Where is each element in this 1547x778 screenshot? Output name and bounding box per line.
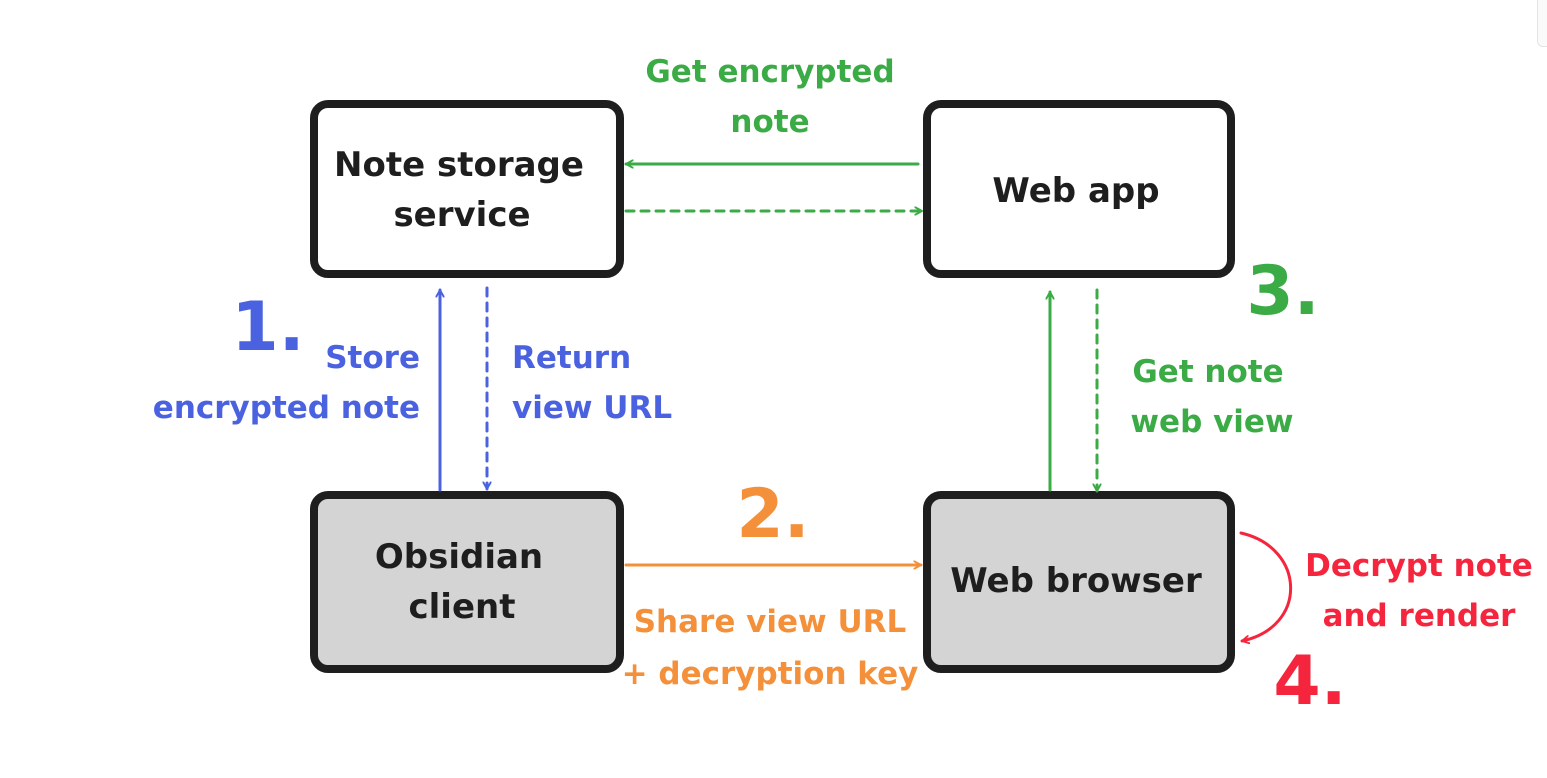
label-return-line-2: view URL — [512, 390, 672, 426]
node-web-browser-label: Web browser — [950, 561, 1202, 601]
label-get-encrypted-line-2: note — [730, 104, 809, 140]
label-get-encrypted-line-1: Get encrypted — [645, 54, 894, 90]
label-store-line-1: Store — [325, 340, 420, 376]
node-web-app-box — [923, 100, 1235, 278]
node-note-storage-label-1: Note storage — [334, 145, 584, 185]
arrow-decrypt-render-loop — [1239, 531, 1292, 641]
node-note-storage-box — [310, 100, 624, 278]
label-share-line-1: Share view URL — [634, 604, 907, 640]
label-get-web-view-line-2: web view — [1130, 404, 1293, 440]
label-share-line-2: + decryption key — [622, 656, 919, 692]
node-obsidian-client-label-2: client — [409, 587, 516, 627]
node-web-app-label: Web app — [992, 171, 1159, 211]
label-get-web-view-line-1: Get note — [1132, 354, 1283, 390]
label-decrypt-line-1: Decrypt note — [1305, 548, 1533, 584]
label-store-line-2: encrypted note — [153, 390, 420, 426]
label-decrypt-line-2: and render — [1323, 598, 1517, 634]
label-return-line-1: Return — [512, 340, 631, 376]
step-number-2: 2. — [736, 475, 809, 554]
node-note-storage-label-2: service — [393, 195, 530, 235]
scrollbar-corner[interactable] — [1537, 0, 1547, 47]
node-obsidian-client-label-1: Obsidian — [375, 537, 543, 577]
node-web-browser: Web browser — [923, 491, 1235, 673]
node-obsidian-client-box — [310, 491, 624, 673]
node-web-app: Web app — [923, 100, 1235, 278]
step-number-4: 4. — [1273, 642, 1346, 721]
node-web-browser-box — [923, 491, 1235, 673]
step-number-3: 3. — [1246, 252, 1319, 331]
node-obsidian-client: Obsidian client — [310, 491, 624, 673]
node-note-storage-service: Note storage service — [310, 100, 624, 278]
step-number-1: 1. — [231, 288, 304, 367]
